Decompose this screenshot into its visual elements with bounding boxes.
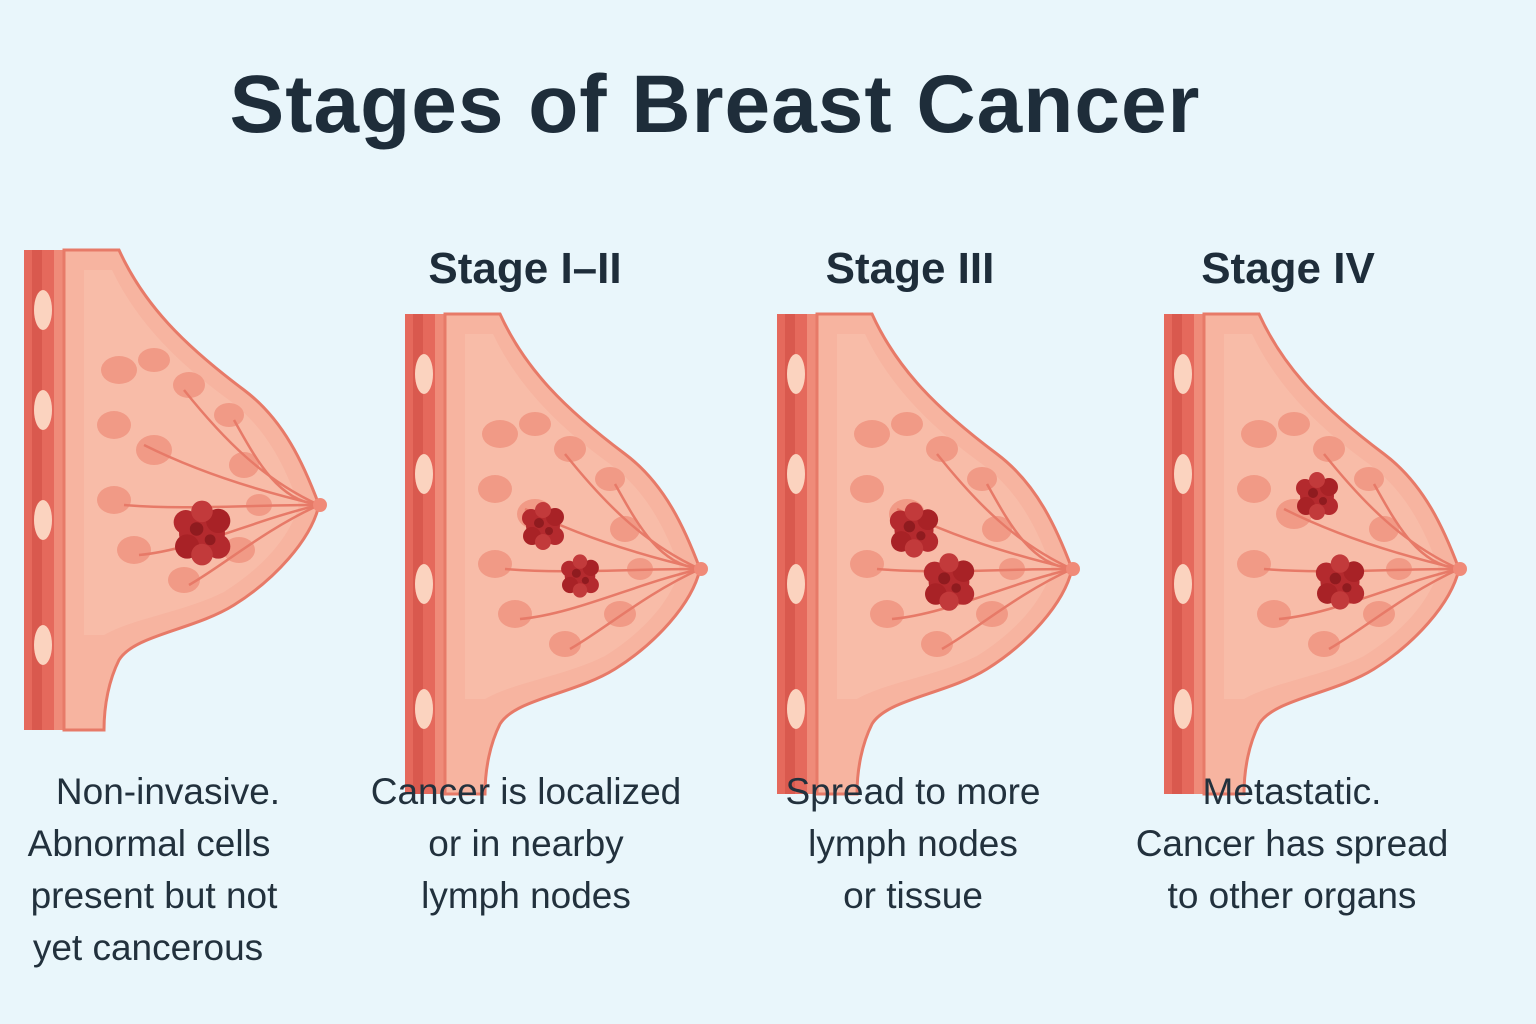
caption-stage-4: Metastatic. Cancer has spread to other o… xyxy=(1112,766,1472,922)
caption-line: Metastatic. xyxy=(1202,771,1382,812)
caption-line: Spread to more xyxy=(785,771,1041,812)
caption-line: Cancer is localized xyxy=(370,771,682,812)
stage-label-1-2: Stage I–II xyxy=(428,244,622,293)
stage-label-4: Stage IV xyxy=(1201,244,1375,293)
caption-line: lymph nodes xyxy=(421,875,631,916)
breast-diagram-4 xyxy=(1162,312,1469,796)
caption-line: Cancer has spread xyxy=(1135,823,1449,864)
caption-line: Abnormal cells xyxy=(27,823,271,864)
caption-stage-0: Non-invasive. Abnormal cells present but… xyxy=(0,766,334,974)
stage-label-3: Stage III xyxy=(825,244,995,293)
breast-diagram-1 xyxy=(22,248,329,732)
caption-line: or in nearby xyxy=(428,823,624,864)
caption-line: yet cancerous xyxy=(32,927,264,968)
caption-line: lymph nodes xyxy=(808,823,1018,864)
page-title: Stages of Breast Cancer xyxy=(229,59,1201,150)
caption-stage-3: Spread to more lymph nodes or tissue xyxy=(733,766,1093,922)
breast-diagram-3 xyxy=(775,312,1082,796)
breast-diagram-2 xyxy=(403,312,710,796)
caption-stage-1-2: Cancer is localized or in nearby lymph n… xyxy=(346,766,706,922)
caption-line: Non-invasive. xyxy=(55,771,281,812)
caption-line: or tissue xyxy=(843,875,983,916)
caption-line: present but not xyxy=(30,875,278,916)
caption-line: to other organs xyxy=(1167,875,1417,916)
